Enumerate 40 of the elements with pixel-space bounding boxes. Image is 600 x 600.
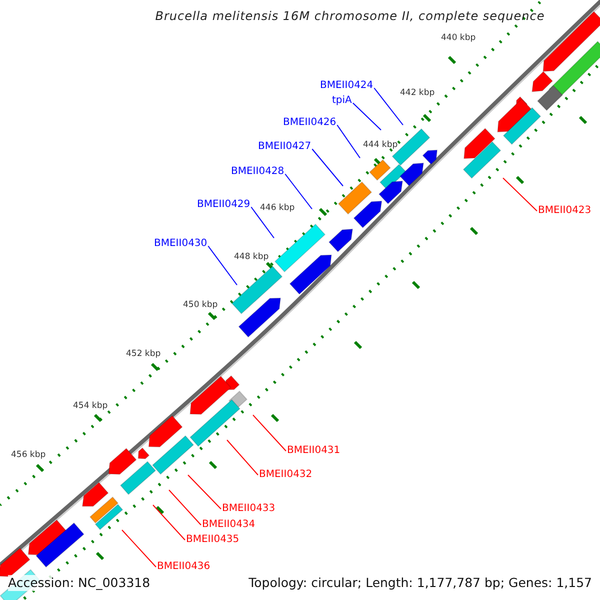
gene-label: BMEII0431 <box>287 445 340 457</box>
leader-line <box>284 174 312 210</box>
scale-label: 452 kbp <box>126 348 161 360</box>
scale-label: 450 kbp <box>183 299 218 311</box>
leader-line <box>226 440 258 476</box>
scale-label: 446 kbp <box>260 202 295 214</box>
gene-label: BMEII0430 <box>154 238 208 250</box>
leader-line <box>336 124 360 158</box>
leader-line <box>250 206 274 238</box>
leader-line <box>188 474 222 510</box>
gene-label: BMEII0436 <box>157 561 210 573</box>
gene-label: BMEII0433 <box>222 503 276 515</box>
leader-line <box>352 102 382 130</box>
scale-label: 454 kbp <box>73 400 108 412</box>
leader-line <box>208 246 238 286</box>
gene-label: BMEII0432 <box>259 469 312 481</box>
scale-label: 456 kbp <box>11 449 46 461</box>
gene-label: BMEII0423 <box>538 205 592 217</box>
gene-label: BMEII0428 <box>231 166 284 178</box>
gene-label: BMEII0424 <box>320 80 374 92</box>
scale-label: 440 kbp <box>441 32 476 44</box>
scale-label: 448 kbp <box>234 251 269 263</box>
title: Brucella melitensis 16M chromosome II, complete sequence <box>154 9 546 23</box>
gene-label: BMEII0427 <box>258 141 312 153</box>
leader-line <box>502 178 538 212</box>
gene-label: BMEII0429 <box>197 199 250 211</box>
scale-label: 444 kbp <box>363 139 398 151</box>
gene-label: tpiA <box>332 95 352 107</box>
scale-label: 442 kbp <box>400 87 435 99</box>
gene-label: BMEII0426 <box>283 117 336 129</box>
leader-line <box>168 490 202 526</box>
leader-line <box>312 148 344 186</box>
leader-line <box>122 530 156 568</box>
leader-line <box>252 414 286 452</box>
leader-line <box>374 88 404 126</box>
gene-label: BMEII0435 <box>186 534 240 546</box>
footer-text: Topology: circular; Length: 1,177,787 bp; Genes: 1,157 <box>248 575 592 591</box>
footer-text: Accession: NC_003318 <box>8 575 150 591</box>
gene-label: BMEII0434 <box>202 519 256 531</box>
leader-line <box>152 504 186 540</box>
